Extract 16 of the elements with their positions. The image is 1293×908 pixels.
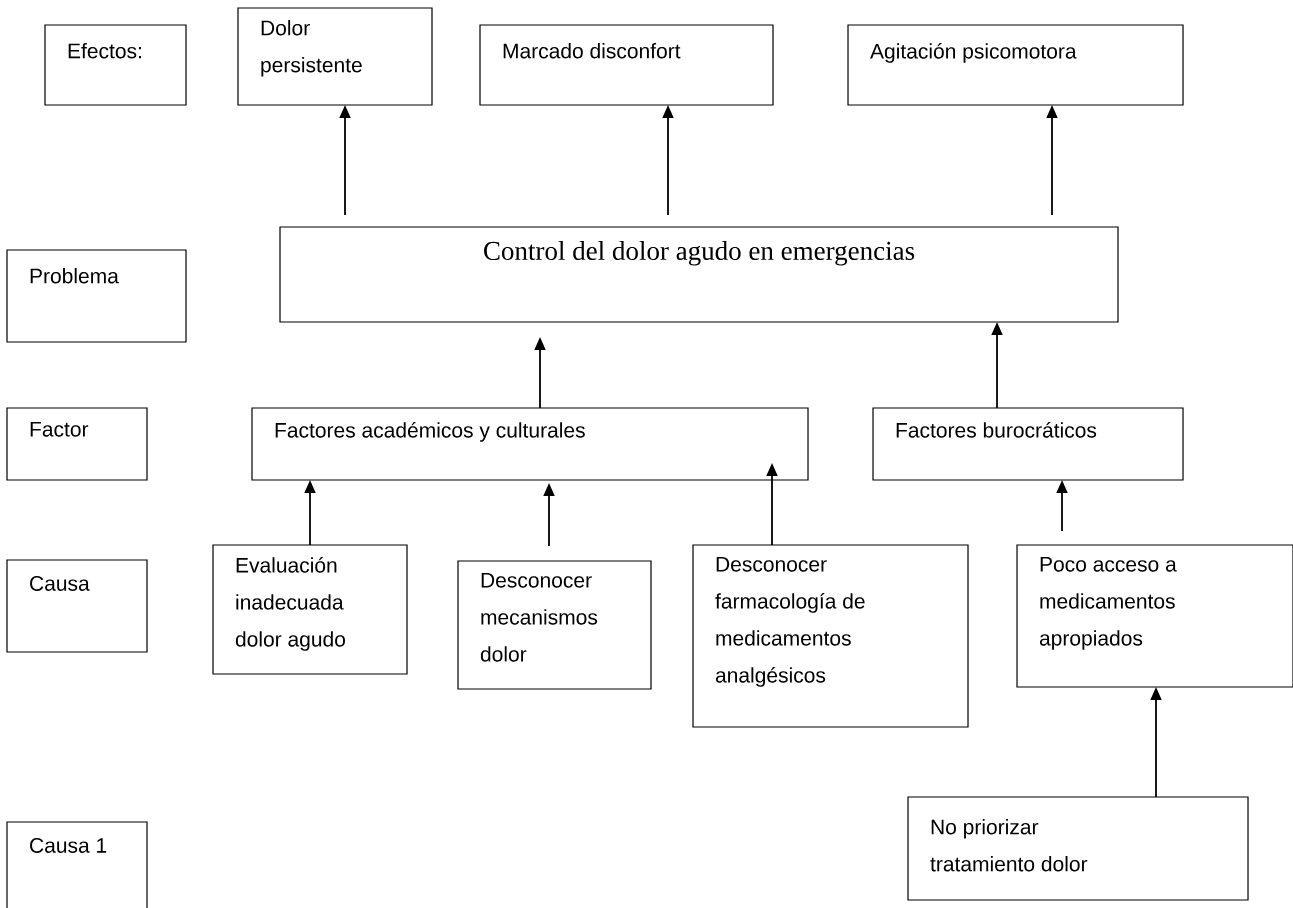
cause-box: Desconocer farmacología de medicamentos analgésicos (692, 544, 969, 728)
row-label-box: Causa (6, 559, 148, 653)
effect-box: Dolor persistente (237, 7, 433, 106)
row-label-box: Problema (6, 249, 187, 343)
cause-box: Evaluación inadecuada dolor agudo (212, 544, 408, 675)
effect-box: Marcado disconfort (479, 24, 774, 106)
cause-box: No priorizar tratamiento dolor (907, 796, 1249, 901)
factor-box: Factores académicos y culturales (251, 407, 809, 481)
row-label-box: Efectos: (44, 24, 187, 106)
row-label-box: Factor (6, 407, 148, 481)
cause-box: Desconocer mecanismos dolor (457, 560, 652, 690)
cause-box: Poco acceso a medicamentos apropiados (1016, 544, 1293, 688)
problem-box: Control del dolor agudo en emergencias (279, 226, 1119, 323)
factor-box: Factores burocráticos (872, 407, 1184, 481)
effect-box: Agitación psicomotora (847, 24, 1184, 106)
row-label-box: Causa 1 (6, 821, 148, 908)
